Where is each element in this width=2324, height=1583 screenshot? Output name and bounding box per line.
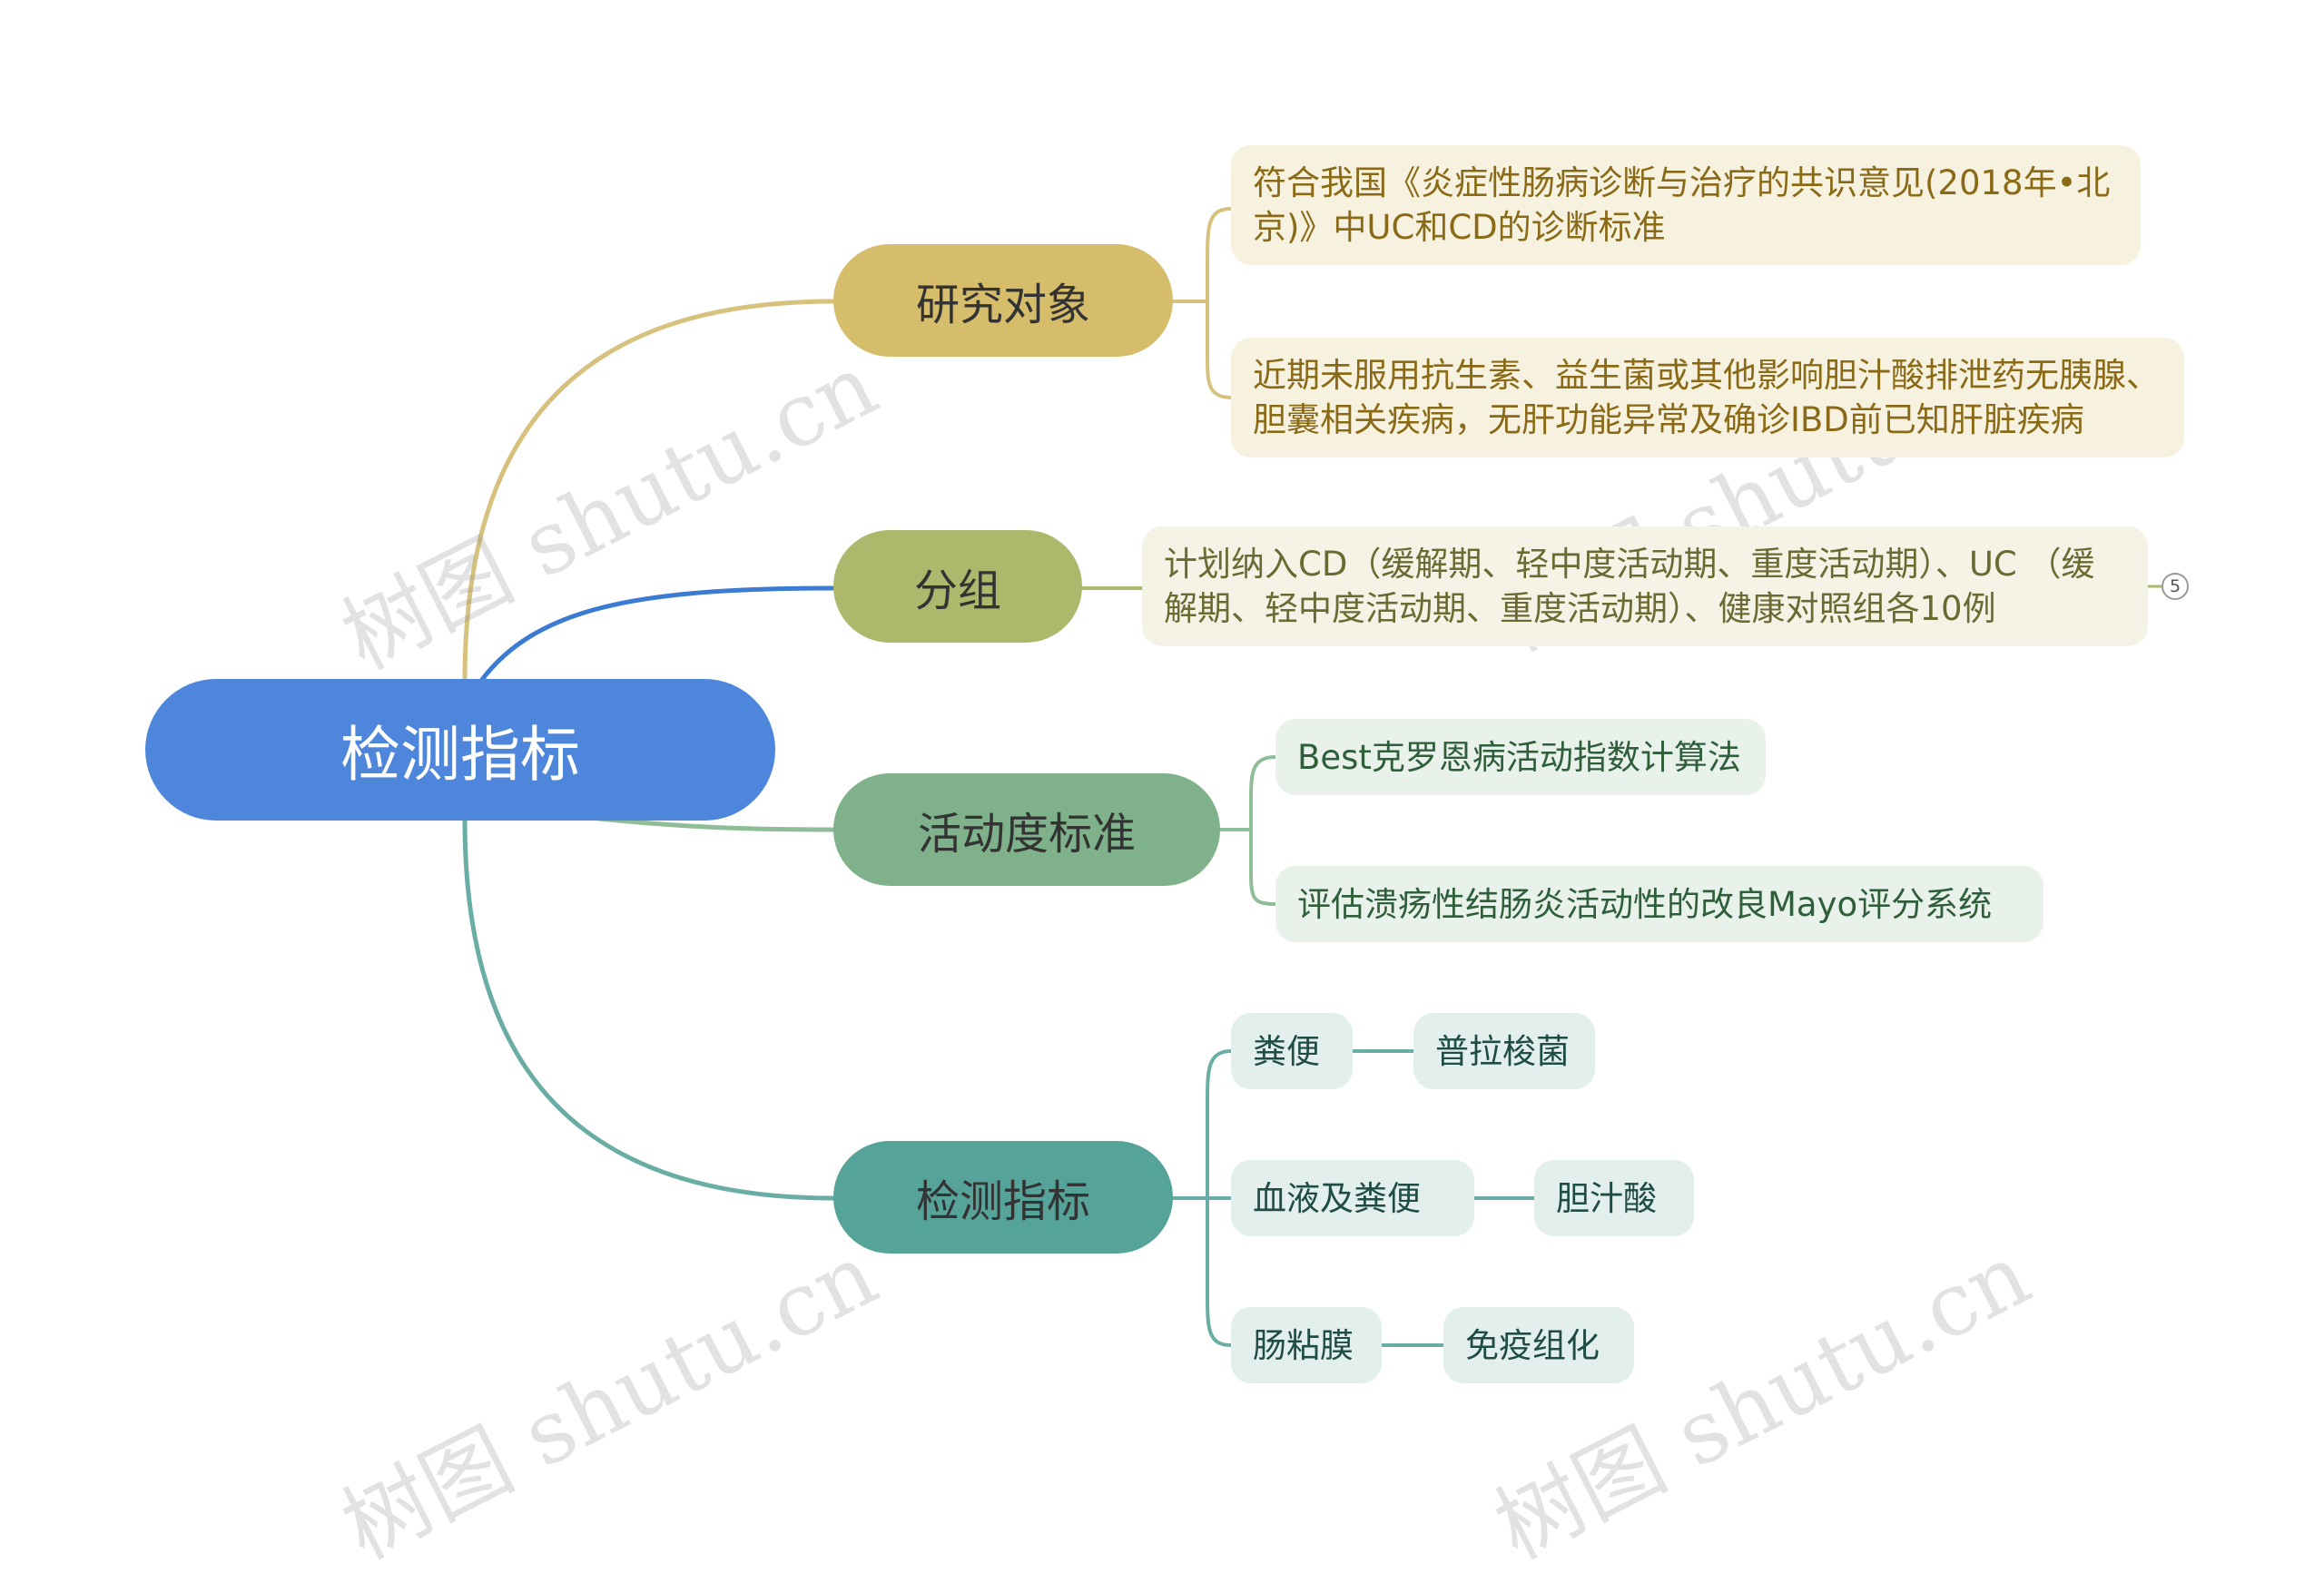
leaf-node[interactable]: 普拉梭菌 bbox=[1413, 1013, 1595, 1089]
branch-label: 检测指标 bbox=[915, 1176, 1090, 1227]
link-branch1-bracket bbox=[1206, 207, 1233, 399]
branch-node-detection-indicators[interactable]: 检测指标 bbox=[833, 1141, 1173, 1254]
connector-lines bbox=[462, 207, 2163, 1347]
leaf-text: 胆汁酸 bbox=[1556, 1178, 1657, 1218]
leaf-node[interactable]: 计划纳入CD（缓解期、轻中度活动期、重度活动期）、UC （缓解期、轻中度活动期、… bbox=[1142, 526, 2148, 646]
leaf-text: 肠粘膜 bbox=[1253, 1325, 1354, 1365]
leaf-node[interactable]: 近期未服用抗生素、益生菌或其他影响胆汁酸排泄药无胰腺、胆囊相关疾病，无肝功能异常… bbox=[1231, 338, 2184, 457]
leaf-text: 评估溃疡性结肠炎活动性的改良Mayo评分系统 bbox=[1297, 884, 1993, 924]
leaf-node[interactable]: 免疫组化 bbox=[1443, 1307, 1634, 1383]
branch-label: 研究对象 bbox=[915, 280, 1090, 330]
leaf-text: 计划纳入CD（缓解期、轻中度活动期、重度活动期）、UC （缓解期、轻中度活动期、… bbox=[1164, 545, 2095, 628]
link-root-branch4 bbox=[462, 818, 836, 1201]
root-node[interactable]: 检测指标 bbox=[145, 679, 775, 821]
leaf-text: 免疫组化 bbox=[1465, 1325, 1600, 1365]
leaf-text: 粪便 bbox=[1253, 1031, 1320, 1071]
root-label: 检测指标 bbox=[340, 720, 580, 790]
link-branch3-bracket bbox=[1249, 755, 1277, 906]
branch-node-activity-criteria[interactable]: 活动度标准 bbox=[833, 773, 1220, 886]
leaf-node[interactable]: 肠粘膜 bbox=[1231, 1307, 1382, 1383]
leaf-text: 普拉梭菌 bbox=[1435, 1031, 1570, 1071]
branch-label: 分组 bbox=[913, 565, 1001, 616]
leaf-node[interactable]: 胆汁酸 bbox=[1534, 1160, 1694, 1236]
leaf-node[interactable]: 符合我国《炎症性肠病诊断与治疗的共识意见(2018年•北京)》中UC和CD的诊断… bbox=[1231, 145, 2141, 265]
leaf-text: Best克罗恩病活动指数计算法 bbox=[1297, 737, 1741, 777]
leaf-node[interactable]: 评估溃疡性结肠炎活动性的改良Mayo评分系统 bbox=[1275, 866, 2043, 942]
branch-node-research-subjects[interactable]: 研究对象 bbox=[833, 244, 1173, 357]
leaf-node[interactable]: 粪便 bbox=[1231, 1013, 1353, 1089]
branch-label: 活动度标准 bbox=[917, 809, 1136, 860]
leaf-node[interactable]: 血液及粪便 bbox=[1231, 1160, 1474, 1236]
leaf-text: 近期未服用抗生素、益生菌或其他影响胆汁酸排泄药无胰腺、胆囊相关疾病，无肝功能异常… bbox=[1253, 356, 2160, 439]
branch-node-grouping[interactable]: 分组 bbox=[833, 530, 1082, 643]
link-root-branch3 bbox=[596, 816, 836, 832]
link-root-branch1 bbox=[462, 299, 836, 683]
collapsed-count: 5 bbox=[2169, 576, 2181, 596]
link-root-branch2 bbox=[478, 585, 836, 683]
mind-map-canvas: 树图 shutu.cn 树图 shutu.cn 树图 shutu.cn 树图 s… bbox=[145, 145, 2189, 1578]
leaf-text: 符合我国《炎症性肠病诊断与治疗的共识意见(2018年•北京)》中UC和CD的诊断… bbox=[1253, 163, 2111, 247]
leaf-text: 血液及粪便 bbox=[1253, 1178, 1421, 1218]
collapse-toggle[interactable]: 5 bbox=[2162, 573, 2189, 600]
leaf-node[interactable]: Best克罗恩病活动指数计算法 bbox=[1275, 719, 1766, 795]
